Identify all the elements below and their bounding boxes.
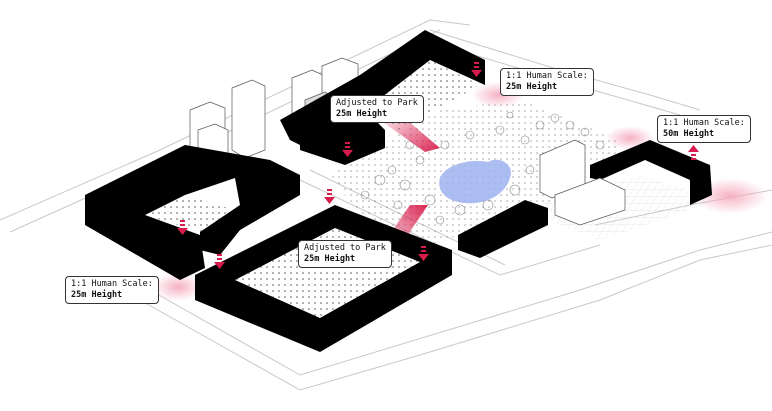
callout-label: 1:1 Human Scale: <box>71 279 153 290</box>
callout-height: 25m Height <box>336 109 418 120</box>
callout-left: 1:1 Human Scale: 25m Height <box>65 276 159 304</box>
callout-top-center: Adjusted to Park 25m Height <box>330 95 424 123</box>
callout-label: Adjusted to Park <box>304 243 386 254</box>
callout-far-right: 1:1 Human Scale: 50m Height <box>657 115 751 143</box>
callout-label: 1:1 Human Scale: <box>663 118 745 129</box>
arrow-down-icon <box>324 189 335 204</box>
callout-height: 25m Height <box>304 254 386 265</box>
callout-height: 25m Height <box>506 82 588 93</box>
callout-label: 1:1 Human Scale: <box>506 71 588 82</box>
callout-label: Adjusted to Park <box>336 98 418 109</box>
callout-height: 50m Height <box>663 129 745 140</box>
callout-height: 25m Height <box>71 290 153 301</box>
callout-top-right: 1:1 Human Scale: 25m Height <box>500 68 594 96</box>
callout-center: Adjusted to Park 25m Height <box>298 240 392 268</box>
